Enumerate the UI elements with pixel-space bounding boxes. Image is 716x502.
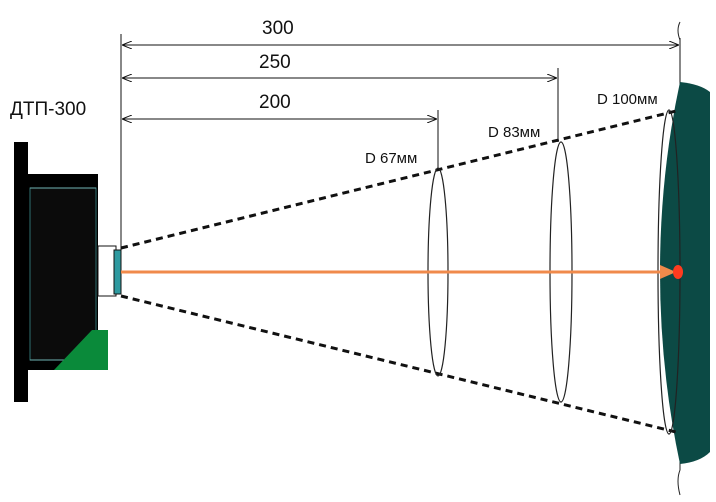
device-lens — [113, 249, 122, 295]
device-inner-panel — [29, 187, 97, 361]
device-nozzle — [97, 245, 117, 297]
dimension-250: 250 — [122, 52, 557, 78]
device-corner-marker — [54, 330, 108, 370]
thermometer-device — [14, 142, 122, 402]
measurement-beam — [121, 265, 683, 279]
beam-arrowhead — [660, 265, 676, 279]
distance-250-label: 250 — [259, 52, 291, 73]
target-surface — [660, 21, 710, 496]
spot-label-100: D 100мм — [597, 91, 658, 108]
spot-label-67: D 67мм — [365, 150, 417, 167]
target-body — [660, 82, 710, 464]
distance-200-label: 200 — [259, 92, 291, 113]
distance-300-label: 300 — [262, 18, 294, 39]
device-label: ДТП-300 — [10, 99, 86, 120]
dimension-200: 200 — [122, 92, 437, 119]
dimension-300: 300 — [122, 18, 679, 45]
cone-lower-edge — [120, 294, 681, 435]
beam-tip — [673, 265, 683, 279]
extension-lines — [120, 34, 681, 250]
spot-label-83: D 83мм — [488, 124, 540, 141]
cone-upper-edge — [120, 108, 681, 250]
device-back-plate — [14, 142, 28, 402]
